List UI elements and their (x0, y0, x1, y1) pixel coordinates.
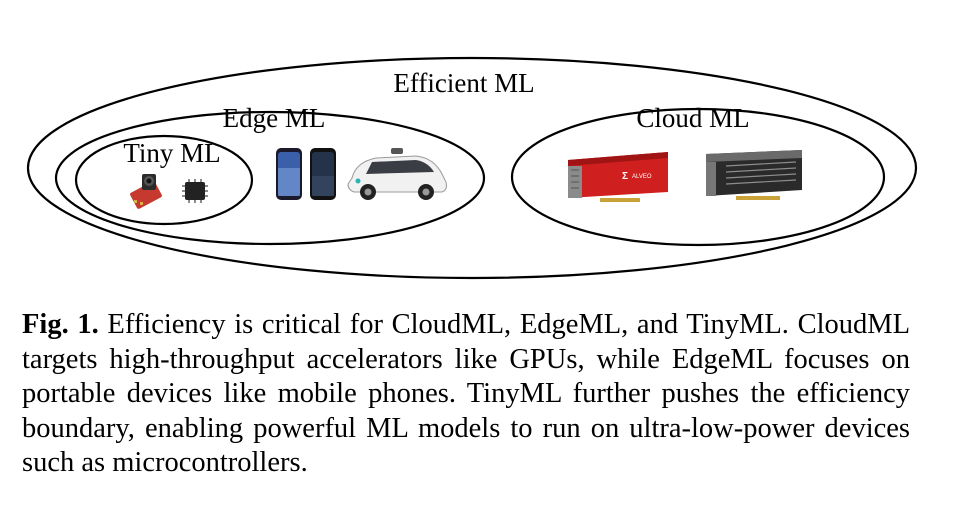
figure-caption: Fig. 1. Efficiency is critical for Cloud… (22, 308, 910, 481)
caption-label: Fig. 1. (22, 309, 99, 340)
efficient-ml-diagram: Efficient ML Edge ML Tiny ML Cloud ML (26, 56, 918, 280)
caption-text: Efficiency is critical for CloudML, Edge… (22, 309, 911, 478)
fpga-logo-icon: Σ (622, 171, 628, 182)
edge-ml-label: Edge ML (223, 103, 326, 133)
fpga-accelerator-card-icon: ALVEO Σ (568, 152, 668, 202)
cloud-ml-ellipse (510, 107, 886, 247)
smartphone-icon (310, 148, 336, 200)
camera-module-icon (130, 174, 162, 209)
fpga-card-text: ALVEO (632, 174, 652, 180)
gpu-card-icon (706, 150, 802, 200)
tiny-ml-ellipse (74, 134, 254, 226)
edge-ml-ellipse (54, 110, 486, 246)
tiny-ml-label: Tiny ML (123, 138, 220, 168)
efficient-ml-ellipse (26, 56, 918, 280)
cloud-ml-label: Cloud ML (636, 103, 749, 133)
self-driving-car-icon (347, 148, 447, 200)
microcontroller-chip-icon (182, 179, 208, 203)
efficient-ml-label: Efficient ML (393, 68, 534, 98)
smartphone-icon (276, 148, 302, 200)
